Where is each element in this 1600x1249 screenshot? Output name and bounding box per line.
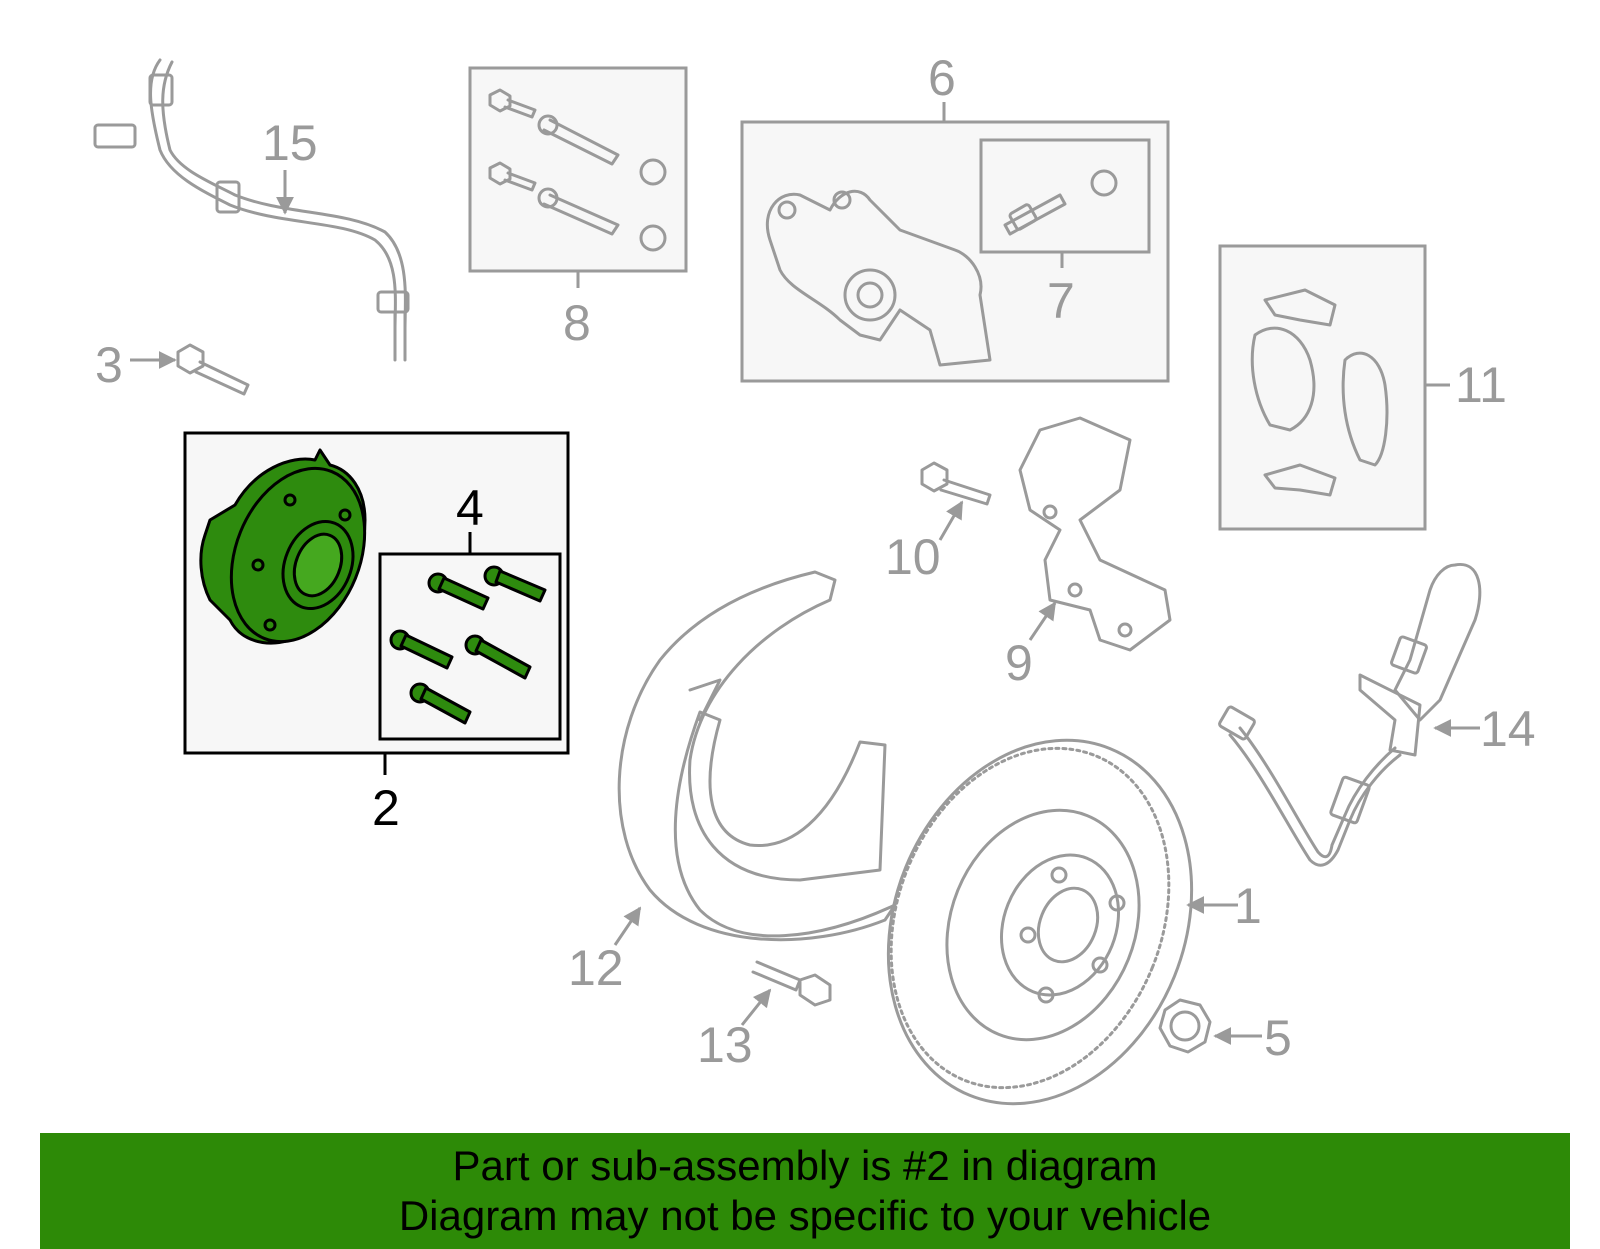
leader-13 [740,988,772,1026]
part-4-wheel-studs[interactable] [389,565,547,725]
part-13-bolt[interactable] [751,960,832,1007]
leader-12 [613,906,642,946]
part-10-bolt[interactable] [920,461,992,506]
callout-7: 7 [1047,273,1075,329]
callout-8: 8 [563,295,591,351]
callout-2: 2 [372,780,400,836]
part-14-speed-sensor[interactable] [1218,563,1482,867]
banner-line-1: Part or sub-assembly is #2 in diagram [452,1142,1158,1189]
part-2-hub-bearing[interactable] [199,448,389,661]
banner-line-2: Diagram may not be specific to your vehi… [398,1192,1212,1239]
part-11-pads [1250,288,1389,497]
part-7-bleeder [1003,169,1118,236]
part-3-bolt[interactable] [176,343,250,396]
leader-9 [1028,601,1057,641]
part-7-box[interactable] [979,138,1151,254]
callout-10: 10 [885,529,941,585]
leader-10 [938,500,964,541]
callout-14: 14 [1480,701,1536,757]
part-5-nut[interactable] [1158,998,1212,1054]
callout-3: 3 [95,337,123,393]
callout-15: 15 [262,115,318,171]
callout-9: 9 [1005,635,1033,691]
part-8-pins [488,88,667,252]
part-9-bracket[interactable] [1018,416,1172,652]
part-15-sensor-harness[interactable] [93,58,410,362]
part-8-box[interactable] [468,66,688,273]
callout-5: 5 [1264,1010,1292,1066]
info-banner: Part or sub-assembly is #2 in diagram Di… [40,1133,1570,1249]
callout-4: 4 [456,480,484,536]
part-12-splash-shield[interactable] [617,570,897,942]
callout-13: 13 [697,1017,753,1073]
callout-12: 12 [568,940,624,996]
part-11-box[interactable] [1218,244,1427,531]
callout-11: 11 [1455,357,1507,413]
part-6-caliper [765,189,992,367]
callout-1: 1 [1234,878,1262,934]
callout-6: 6 [928,50,956,106]
part-1-rotor[interactable] [836,694,1245,1149]
